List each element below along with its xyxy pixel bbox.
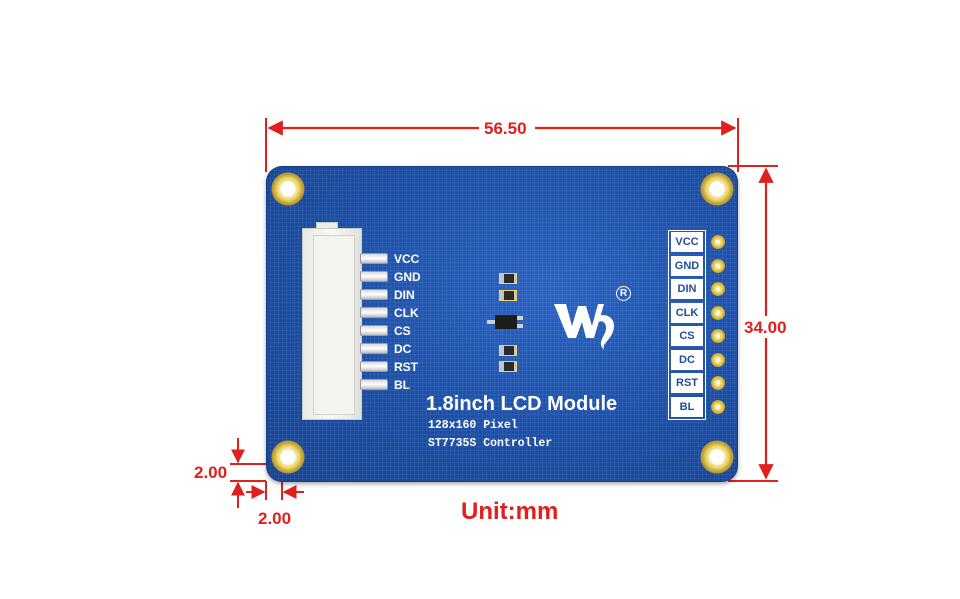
header-pad <box>711 376 725 390</box>
transistor-component <box>495 315 517 329</box>
connector-pin <box>360 271 388 282</box>
smd-component <box>499 361 517 372</box>
mounting-hole-top-left <box>271 172 305 206</box>
connector-latch <box>316 222 338 231</box>
header-pin-label: RST <box>671 373 703 393</box>
smd-component <box>499 290 517 301</box>
header-pin-label: CS <box>671 326 703 346</box>
connector-pin-label: VCC <box>394 252 420 266</box>
connector-pin <box>360 253 388 264</box>
pin-header-outline <box>668 230 706 420</box>
module-title: 1.8inch LCD Module <box>426 393 618 415</box>
connector-pin-label: DC <box>394 342 412 356</box>
header-pad <box>711 282 725 296</box>
header-pin-label: BL <box>671 396 703 417</box>
smd-component <box>499 345 517 356</box>
mounting-hole-bottom-right <box>700 440 734 474</box>
header-pad <box>711 258 725 273</box>
pin-connector <box>302 228 362 420</box>
connector-pin-label: CS <box>394 324 411 338</box>
header-pad <box>711 235 725 249</box>
connector-pin <box>360 361 388 372</box>
transistor-lead <box>517 316 523 320</box>
connector-pin-label: BL <box>394 378 410 392</box>
waveshare-logo-icon <box>554 304 615 350</box>
header-pin-label: GND <box>671 255 703 276</box>
width-dimension-label: 56.50 <box>484 119 527 138</box>
height-dimension-label: 34.00 <box>744 318 787 337</box>
header-pin-label: DIN <box>671 279 703 299</box>
connector-pin-label: DIN <box>394 288 415 302</box>
mounting-hole-bottom-left <box>271 440 305 474</box>
smd-component <box>499 273 517 284</box>
offset-y-dimension-label: 2.00 <box>194 463 228 482</box>
connector-pin <box>360 325 388 336</box>
header-pin-label: VCC <box>671 232 703 252</box>
header-pad <box>711 329 725 343</box>
mounting-hole-top-right <box>700 172 734 206</box>
header-pad <box>711 399 725 414</box>
header-pad <box>711 352 725 367</box>
unit-label: Unit:mm <box>461 498 559 525</box>
connector-pin-label: GND <box>394 270 421 284</box>
module-controller: ST7735S Controller <box>428 437 553 450</box>
connector-pin <box>360 307 388 318</box>
connector-pin-label: RST <box>394 360 418 374</box>
header-pin-label: DC <box>671 349 703 370</box>
connector-pin <box>360 379 388 390</box>
header-pin-label: CLK <box>671 302 703 323</box>
header-pad <box>711 305 725 320</box>
module-resolution: 128x160 Pixel <box>428 419 518 432</box>
offset-x-dimension-label: 2.00 <box>258 509 292 528</box>
transistor-lead <box>517 324 523 328</box>
transistor-lead <box>487 320 495 324</box>
connector-pin <box>360 289 388 300</box>
connector-pin <box>360 343 388 354</box>
connector-pin-label: CLK <box>394 306 419 320</box>
registered-mark: R <box>616 286 631 301</box>
